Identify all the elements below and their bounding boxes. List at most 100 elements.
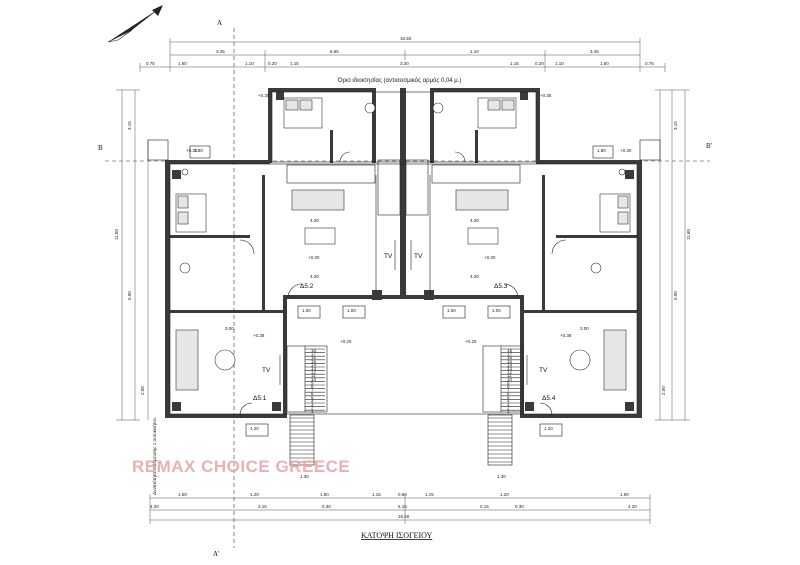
stair-step-number: 7 [507,388,510,393]
interior-lines [147,91,661,415]
stair-step-number: 2 [507,406,510,411]
dim-bot2-1: 1.60 [178,492,187,497]
overall-width-top: 16.50 [400,36,412,41]
level-tag: +0.35 [258,93,270,98]
dim-right-2: 3.15 [673,121,678,130]
window-tag-width: 1.80 [194,148,203,153]
level-tag: +0.30 [484,255,496,260]
room-dim: 4.20 [470,274,479,279]
plan-title: ΚΑΤΟΨΗ ΙΣΟΓΕΙΟΥ [361,531,433,540]
section-mark-b: B [98,144,103,152]
table-icon [214,227,591,371]
section-mark-b-prime: B' [706,142,712,150]
dim-bot2-2: 1.20 [250,492,259,497]
level-tag: +0.38 [560,333,572,338]
dim-bot-5: 0.15 [480,504,489,509]
section-mark-a: A [217,19,222,27]
stair-step-number: 4 [311,398,314,403]
stair-step-number: 9 [311,380,314,385]
dim-top2-11: 0.75 [645,61,654,66]
sofa-icon [175,189,627,391]
dim-bot-7: 4.20 [628,504,637,509]
stair-step-number: 17 [311,352,317,357]
room-dim: 4.20 [470,218,479,223]
window-tag-width: 1.20 [250,426,259,431]
dim-right-4: 2.00 [661,386,666,395]
level-tag: +0.30 [186,148,198,153]
toilet-icon [179,102,626,274]
dim-top2-9: 1.10 [555,61,564,66]
window-tag-width: 1.80 [597,148,606,153]
stair-step-number: 8 [507,384,510,389]
level-tag: +0.30 [308,255,320,260]
room-dim: 4.20 [310,218,319,223]
bed-icon [283,97,323,129]
stair-step-number: 5 [311,395,314,400]
dim-top-1: 3.45 [216,49,225,54]
stair-step-number: 10 [507,377,513,382]
tv-unit-icon [279,240,528,385]
dim-left-2: 3.15 [127,121,132,130]
north-arrow-icon [107,5,163,43]
stair-step-number: 14 [311,362,317,367]
stair-step-number: 10 [311,377,317,382]
stair-step-number: 2 [311,406,314,411]
dim-top2-4: 0.20 [268,61,277,66]
level-tag: +0.20 [465,339,477,344]
dim-bot2-7: 1.20 [500,492,509,497]
dim-top2-3: 1.10 [245,61,254,66]
dim-top-2: 8.65 [330,49,339,54]
stair-step-number: 16 [507,355,513,360]
stair-step-number: 4 [507,398,510,403]
left-dimension-lines [116,89,149,421]
dim-bot-1: 4.20 [150,504,159,509]
dim-top2-7: 1.15 [510,61,519,66]
stair-step-number: 13 [507,366,513,371]
stair-step-number: 1 [311,409,314,414]
stair-step-number: 5 [507,395,510,400]
building-walls [165,88,642,418]
parking-note: Δυνατότητα στάθμευσης 1 αυτοκινήτου [151,417,157,495]
section-mark-a-prime: A' [213,550,219,558]
door-icon [239,151,567,416]
dim-bot-6: 0.30 [515,504,524,509]
unit-label: Δ5.1 [253,395,267,402]
stair-step-number: 17 [507,352,513,357]
stair-step-number: 3 [311,402,314,407]
unit-label: Δ5.3 [494,283,508,290]
stair-step-number: 15 [311,359,317,364]
stair-step-number: 9 [507,380,510,385]
dim-right-1: 11.60 [686,229,691,240]
dim-bot2-8: 1.60 [620,492,629,497]
ramp-dim: 1.30 [497,474,506,479]
tv-label: TV [414,253,423,260]
dim-top2-2: 1.60 [178,61,187,66]
stair-step-number: 3 [507,402,510,407]
window-tag-width: 1.00 [492,308,501,313]
dim-bot-2: 3.15 [258,504,267,509]
stair-step-number: 1 [507,409,510,414]
dim-top-4: 3.45 [590,49,599,54]
room-dim: 3.00 [580,326,589,331]
bed-icon [477,97,517,129]
dim-top2-1: 0.75 [146,61,155,66]
dim-bot-4: 6.15 [398,504,407,509]
dim-top2-5: 1.15 [290,61,299,66]
tv-label: TV [539,367,548,374]
stair-step-number: 11 [507,373,512,378]
watermark: REMAX CHOICE GREECE [132,457,350,476]
stair-step-number: 15 [507,359,513,364]
level-tag: +0.35 [540,93,552,98]
dim-right-3: 5.00 [673,291,678,300]
stair-step-number: 18 [507,348,513,353]
tv-label: TV [262,367,271,374]
window-tag-width: 1.00 [347,308,356,313]
tv-label: TV [384,253,393,260]
dim-bot-3: 0.30 [322,504,331,509]
boundary-note: Όριο ιδιοκτησίας (αντισεισμικός αρμός 0,… [337,77,461,84]
stair-step-number: 12 [507,370,513,375]
stair-step-number: 8 [311,384,314,389]
dim-bot2-5: 0.60 [398,492,407,497]
stair-step-number: 12 [311,370,317,375]
